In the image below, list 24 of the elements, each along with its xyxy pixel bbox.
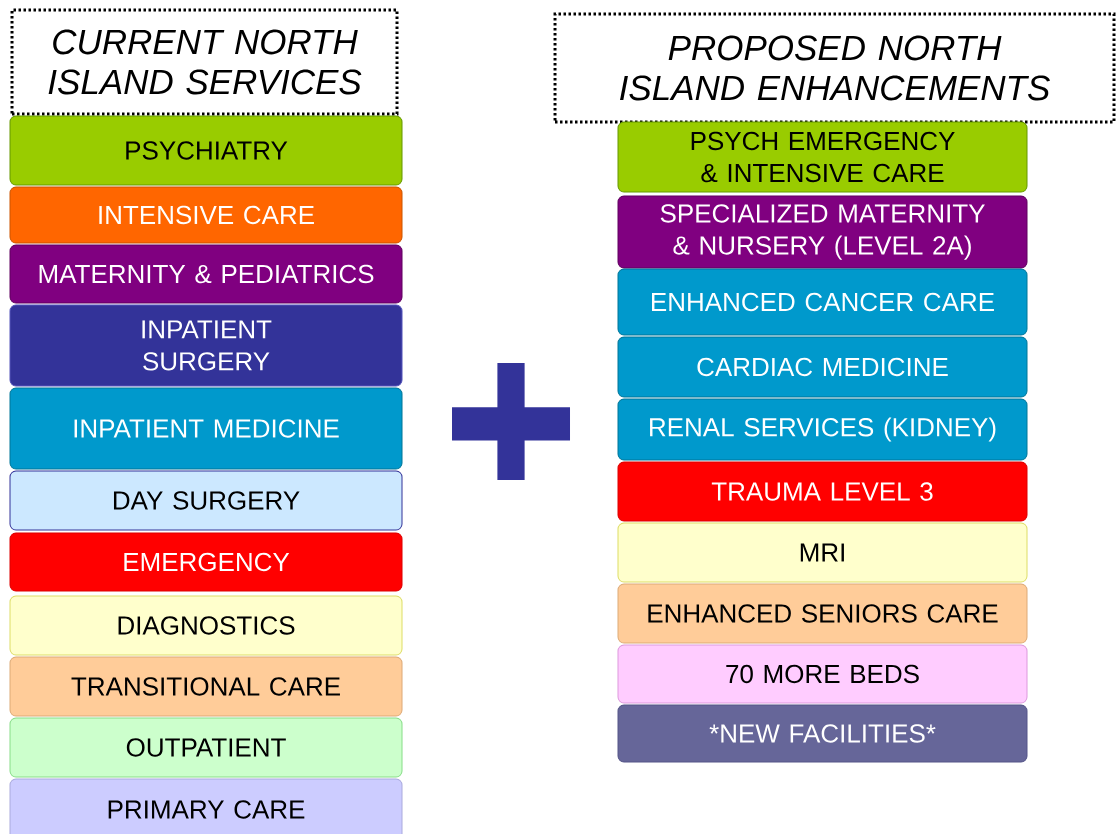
service-box: RENAL SERVICES (KIDNEY) (617, 398, 1028, 461)
service-box: PSYCHIATRY (9, 115, 403, 186)
service-box: ENHANCED CANCER CARE (617, 268, 1028, 336)
service-box: MATERNITY & PEDIATRICS (9, 244, 403, 304)
service-box: TRAUMA LEVEL 3 (617, 461, 1028, 522)
service-box: ENHANCED SENIORS CARE (617, 583, 1028, 644)
service-box: DAY SURGERY (9, 470, 403, 531)
service-box: OUTPATIENT (9, 717, 403, 778)
service-box: CARDIAC MEDICINE (617, 336, 1028, 398)
heading-box: CURRENT NORTH ISLAND SERVICES (10, 8, 399, 116)
service-box: INPATIENT MEDICINE (9, 387, 403, 470)
service-box: MRI (617, 522, 1028, 583)
service-box: DIAGNOSTICS (9, 595, 403, 656)
service-box: 70 MORE BEDS (617, 644, 1028, 704)
service-box: *NEW FACILITIES* (617, 704, 1028, 763)
service-box: SPECIALIZED MATERNITY & NURSERY (LEVEL 2A) (617, 195, 1028, 269)
service-box: EMERGENCY (9, 532, 403, 592)
service-box: INPATIENT SURGERY (9, 304, 403, 387)
service-box: PRIMARY CARE (9, 778, 403, 834)
service-box: PSYCH EMERGENCY & INTENSIVE CARE (617, 121, 1028, 193)
service-box: TRANSITIONAL CARE (9, 656, 403, 717)
heading-box: PROPOSED NORTH ISLAND ENHANCEMENTS (553, 12, 1116, 124)
plus-sign (452, 363, 570, 480)
service-box: INTENSIVE CARE (9, 186, 403, 244)
